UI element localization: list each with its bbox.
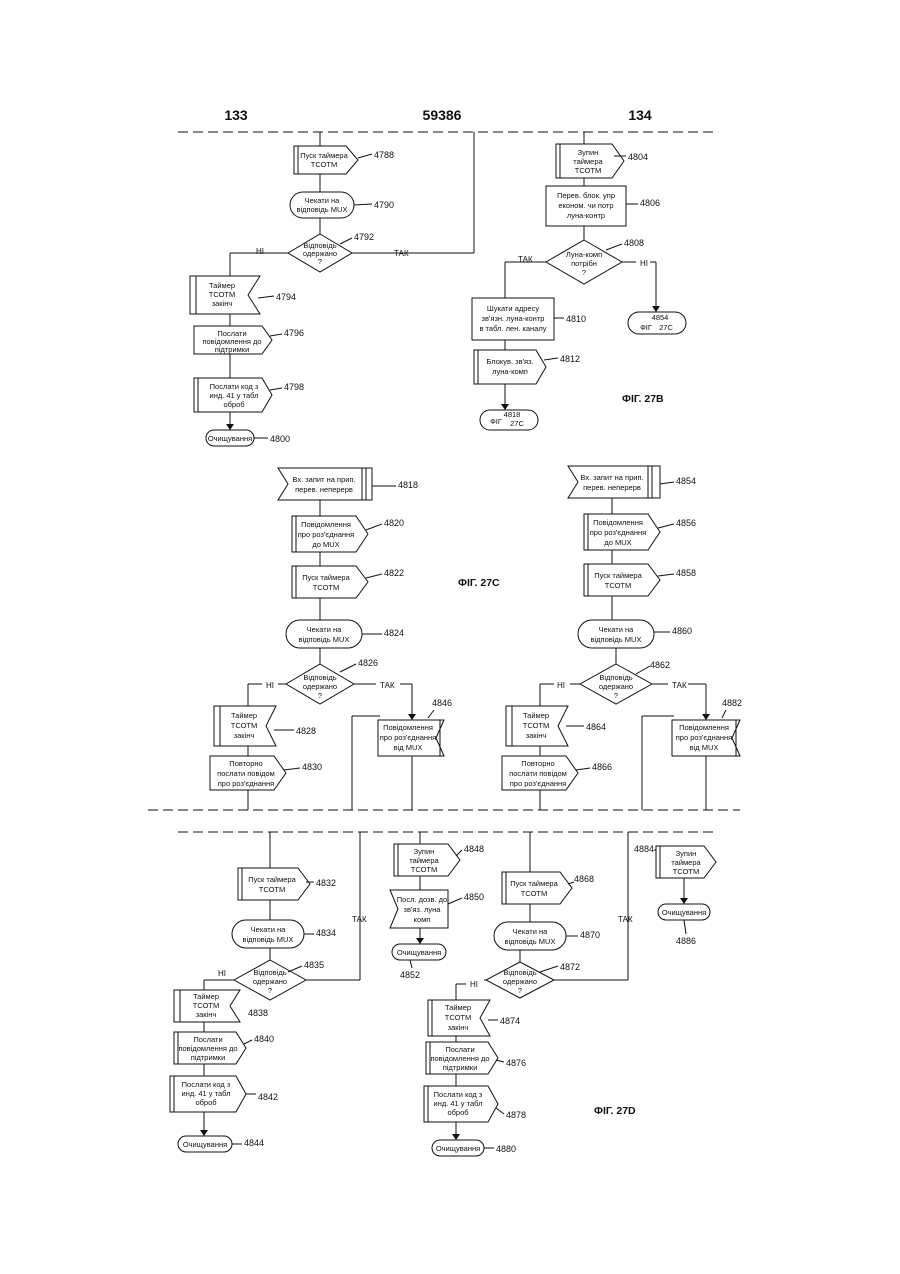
ref-4882: 4882 [722, 698, 742, 708]
ref-4830: 4830 [302, 762, 322, 772]
ref-4810: 4810 [566, 314, 586, 324]
step-4838-text: ТаймерТСОТМзакінч [193, 992, 220, 1019]
ref-4862: 4862 [650, 660, 670, 670]
ref-4884: 4884 [634, 844, 654, 854]
ref-4876: 4876 [506, 1058, 526, 1068]
ref-4866: 4866 [592, 762, 612, 772]
ref-4886: 4886 [676, 936, 696, 946]
ref-4850: 4850 [464, 892, 484, 902]
ref-4812: 4812 [560, 354, 580, 364]
branch-no-4826: НІ [266, 681, 274, 690]
end-4852-text: Очищування [397, 948, 441, 957]
ref-4790: 4790 [374, 200, 394, 210]
figure-label-27d: ФІГ. 27D [594, 1105, 636, 1117]
ref-4840: 4840 [254, 1034, 274, 1044]
ref-4858: 4858 [676, 568, 696, 578]
branch-yes-4872: ТАК [618, 915, 633, 924]
branch-yes-4835: ТАК [352, 915, 367, 924]
ref-4818: 4818 [398, 480, 418, 490]
step-4854-text: Вх. запит на прип.перев. неперерв [580, 473, 643, 492]
step-4794-text: ТаймерТСОТМзакінч [209, 281, 236, 308]
ref-4828: 4828 [296, 726, 316, 736]
page-number-right: 134 [628, 107, 652, 123]
connector-4854-fig: ФІГ [640, 323, 652, 332]
step-4874-text: ТаймерТСОТМзакінч [445, 1003, 472, 1032]
ref-4826: 4826 [358, 658, 378, 668]
fig27d-middle-column: ЗупинтаймераТСОТМ 4848 Посл. дозв. дозв'… [390, 832, 484, 980]
fig27b-right-column: ЗупинтаймераТСОТМ 4804 Перев. блок. упре… [472, 132, 686, 430]
connector-4818-fig: ФІГ [490, 417, 502, 426]
page-number-left: 133 [224, 107, 248, 123]
ref-4798: 4798 [284, 382, 304, 392]
ref-4844: 4844 [244, 1138, 264, 1148]
branch-no-4808: НІ [640, 259, 648, 268]
ref-4838: 4838 [248, 1008, 268, 1018]
ref-4822: 4822 [384, 568, 404, 578]
ref-4842: 4842 [258, 1092, 278, 1102]
fig27c-left-column: Вх. запит на прип.перев. неперерв 4818 П… [210, 468, 500, 810]
ref-4878: 4878 [506, 1110, 526, 1120]
ref-4792: 4792 [354, 232, 374, 242]
ref-4868: 4868 [574, 874, 594, 884]
step-4818 [278, 468, 372, 500]
connector-4854-num: 4854 [652, 313, 669, 322]
document-number: 59386 [423, 107, 462, 123]
ref-4872: 4872 [560, 962, 580, 972]
connector-4818-sub: 27С [510, 419, 524, 428]
ref-4788: 4788 [374, 150, 394, 160]
ref-4834: 4834 [316, 928, 336, 938]
branch-yes-4826: ТАК [380, 681, 395, 690]
end-4800-text: Очищування [208, 434, 252, 443]
ref-4874: 4874 [500, 1016, 520, 1026]
figure-label-27c: ФІГ. 27С [458, 577, 500, 589]
fig27b-left-column: Пуск таймераТСОТМ 4788 Чекати навідповід… [190, 132, 474, 446]
step-4828-text: ТаймерТСОТМзакінч [231, 711, 258, 740]
step-4832 [238, 868, 310, 900]
ref-4824: 4824 [384, 628, 404, 638]
ref-4860: 4860 [672, 626, 692, 636]
branch-no-4862: НІ [557, 681, 565, 690]
step-4854 [568, 466, 660, 498]
step-4858 [584, 564, 660, 596]
end-4844-text: Очищування [183, 1140, 227, 1149]
ref-4835: 4835 [304, 960, 324, 970]
ref-4832: 4832 [316, 878, 336, 888]
fig27d-left-column: ТАК Пуск таймераТСОТМ 4832 Чекати навідп… [170, 832, 367, 1152]
ref-4852: 4852 [400, 970, 420, 980]
ref-4856: 4856 [676, 518, 696, 528]
figure-label-27b: ФІГ. 27В [622, 393, 664, 405]
branch-no-4836: НІ [218, 969, 226, 978]
fig27d-right-column: ТАК Пуск таймераТСОТМ 4868 Чекати навідп… [424, 832, 716, 1156]
branch-no-4872: НІ [470, 980, 478, 989]
step-4864-text: ТаймерТСОТМзакінч [523, 711, 550, 740]
ref-4808: 4808 [624, 238, 644, 248]
ref-4796: 4796 [284, 328, 304, 338]
end-4880-text: Очищування [436, 1144, 480, 1153]
ref-4794: 4794 [276, 292, 296, 302]
connector-4854-sub: 27С [659, 323, 673, 332]
end-4886-text: Очищування [662, 908, 706, 917]
connector-4818-num: 4818 [504, 410, 521, 419]
ref-4880: 4880 [496, 1144, 516, 1154]
ref-4800: 4800 [270, 434, 290, 444]
step-4822 [292, 566, 368, 598]
step-4818-text: Вх. запит на прип.перев. неперерв [292, 475, 355, 494]
ref-4854: 4854 [676, 476, 696, 486]
ref-4820: 4820 [384, 518, 404, 528]
step-4868 [502, 872, 572, 904]
ref-4870: 4870 [580, 930, 600, 940]
step-4812-text: Блокув. зв'яз.луна-комп [486, 357, 533, 376]
ref-4804: 4804 [628, 152, 648, 162]
fig27c-right-column: Вх. запит на прип.перев. неперерв 4854 П… [502, 466, 742, 810]
ref-4864: 4864 [586, 722, 606, 732]
branch-yes-4808: ТАК [518, 255, 533, 264]
ref-4846: 4846 [432, 698, 452, 708]
step-4810-text: Шукати адресузв'язн. луна-контрв табл. л… [479, 304, 546, 333]
branch-yes-4862: ТАК [672, 681, 687, 690]
ref-4848: 4848 [464, 844, 484, 854]
ref-4806: 4806 [640, 198, 660, 208]
branch-no-4792: НІ [256, 247, 264, 256]
